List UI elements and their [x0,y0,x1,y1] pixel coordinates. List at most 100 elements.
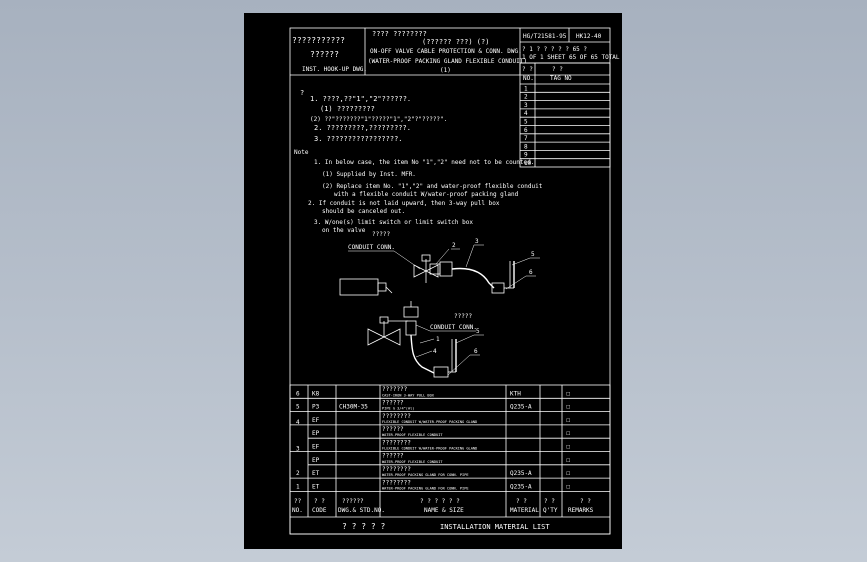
row-material: KTH [510,390,521,397]
row-name-en: CAST-IRON 3-WAY PULL BOX [382,393,435,397]
title-mid-line3: ON-OFF VALVE CABLE PROTECTION & CONN. DW… [370,48,522,55]
row-name-cn: ???????? [382,479,411,486]
row-code: K8 [312,390,320,397]
title-left-line2: ?????? [310,50,339,59]
row-name-cn: ???????? [382,413,411,420]
gland-2 [439,261,453,277]
hdr-dwg-cn: ?????? [342,498,364,505]
title-mid-line2: (?????? ???) (?) [422,38,489,46]
note-en-2: (1) Supplied by Inst. MFR. [322,171,416,178]
tag-row-number: 7 [524,135,528,142]
sheet-info: 1 OF 1 SHEET 65 OF 65 TOTAL [522,54,620,61]
callout-top-6: 6 [529,269,533,276]
row-no: 1 [296,483,300,490]
note-en-8: on the valve [322,227,366,234]
callout-bottom-6: 6 [474,348,478,355]
cad-drawing: ??????????? ?????? INST. HOOK-UP DWG. ??… [289,27,620,535]
tag-row-number: 1 [524,85,528,92]
row-code: EP [312,457,320,464]
note-cn-1: 1. ????,??"1","2"??????. [310,95,411,103]
note-en-5: 2. If conduit is not laid upward, then 3… [308,200,500,207]
row-name-cn: ???????? [382,466,411,473]
callout-top-3: 3 [475,238,479,245]
hdr-qty-cn: ? ? [544,498,555,505]
row-material: Q235-A [510,404,532,411]
note-en-6: should be canceled out. [322,208,405,215]
row-name-en: FLEXIBLE CONDUIT W/WATER-PROOF PACKING G… [382,420,477,424]
row-name-en: FLEXIBLE CONDUIT W/WATER-PROOF PACKING G… [382,447,477,451]
tag-row-number: 5 [524,119,528,126]
tag-row-number: 2 [524,94,528,101]
row-check: ☐ [566,416,570,424]
flex-conduit-top [451,267,495,289]
row-code: P3 [312,404,320,411]
tag-row-number: 3 [524,102,528,109]
schematic-top: ????? CONDUIT CONN. 2 3 5 6 [348,231,540,294]
tag-row-number: 8 [524,143,528,150]
tag-col-tag: TAG NO [550,75,572,82]
note-cn-2: (1) ????????? [320,105,375,113]
bottom-conduit-conn-label: CONDUIT CONN. [430,324,477,331]
tag-row-number: 6 [524,127,528,134]
row-check: ☐ [566,429,570,437]
title-mid-line5: (1) [440,67,451,74]
row-name-cn: ???????? [382,439,411,446]
callout-bottom-5: 5 [476,328,480,335]
title-left-line3: INST. HOOK-UP DWG. [302,66,367,73]
material-row: EP??????WATER-PROOF FLEXIBLE CONDUIT☐ [308,426,610,439]
row-name-cn: ?????? [382,426,404,433]
hdr-code-cn: ? ? [314,498,325,505]
row-name-cn: ??????? [382,386,408,393]
note-en-3: (2) Replace item No. "1","2" and water-p… [322,183,543,190]
row-check: ☐ [566,443,570,451]
hdr-dwg: DWG.& STD.NO. [338,507,385,514]
valve-top-left [413,264,427,278]
gland-bottom [405,320,417,336]
top-cn-label: ????? [372,231,390,238]
hdr-material-cn: ? ? [516,498,527,505]
valve-bottom-left [367,328,385,346]
row-check: ☐ [566,389,570,397]
title-mid-line4: (WATER-PROOF PACKING GLAND FLEXIBLE COND… [368,58,527,65]
schematic-bottom: ????? CONDUIT CONN. 1 4 5 6 [339,278,484,378]
callout-top-5: 5 [531,251,535,258]
row-material: Q235-A [510,483,532,490]
standard-number: HG/T21581-95 [523,33,567,40]
valve-bottom-right [383,328,401,346]
row-code: EP [312,430,320,437]
row-material: Q235-A [510,470,532,477]
hdr-no-cn: ?? [294,498,302,505]
material-row: EP??????WATER-PROOF FLEXIBLE CONDUIT☐ [308,453,610,466]
top-conduit-conn-label: CONDUIT CONN. [348,244,395,251]
row-code: EF [312,417,320,424]
row-name-cn: ?????? [382,453,404,460]
notes-chinese: ? 1. ????,??"1","2"??????. (1) ?????????… [300,89,447,143]
hdr-name: NAME & SIZE [424,507,464,514]
row-name-cn: ?????? [382,399,404,406]
hdr-no: NO. [292,507,303,514]
tag-row-number: 9 [524,152,528,159]
note-en-0: Note [294,149,309,156]
callout-bottom-1: 1 [436,336,440,343]
row-name-en: WATER-PROOF PACKING GLAND FOR CONN. PIPE [382,473,469,477]
row-no: 4 [296,419,300,426]
title-block: ??????????? ?????? INST. HOOK-UP DWG. ??… [290,28,620,76]
note-en-1: 1. In below case, the item No "1","2" ne… [314,159,534,166]
notes-english: Note 1. In below case, the item No "1","… [294,149,543,234]
row-check: ☐ [566,469,570,477]
hdr-name-cn: ? ? ? ? ? ? [420,498,460,505]
note-en-4: with a flexible conduit W/water-proof pa… [334,191,519,198]
hdr-qty: Q'TY [543,507,558,514]
hdr-remarks-cn: ? ? [580,498,591,505]
tag-col-no: NO. [523,75,534,82]
row-code: EF [312,444,320,451]
